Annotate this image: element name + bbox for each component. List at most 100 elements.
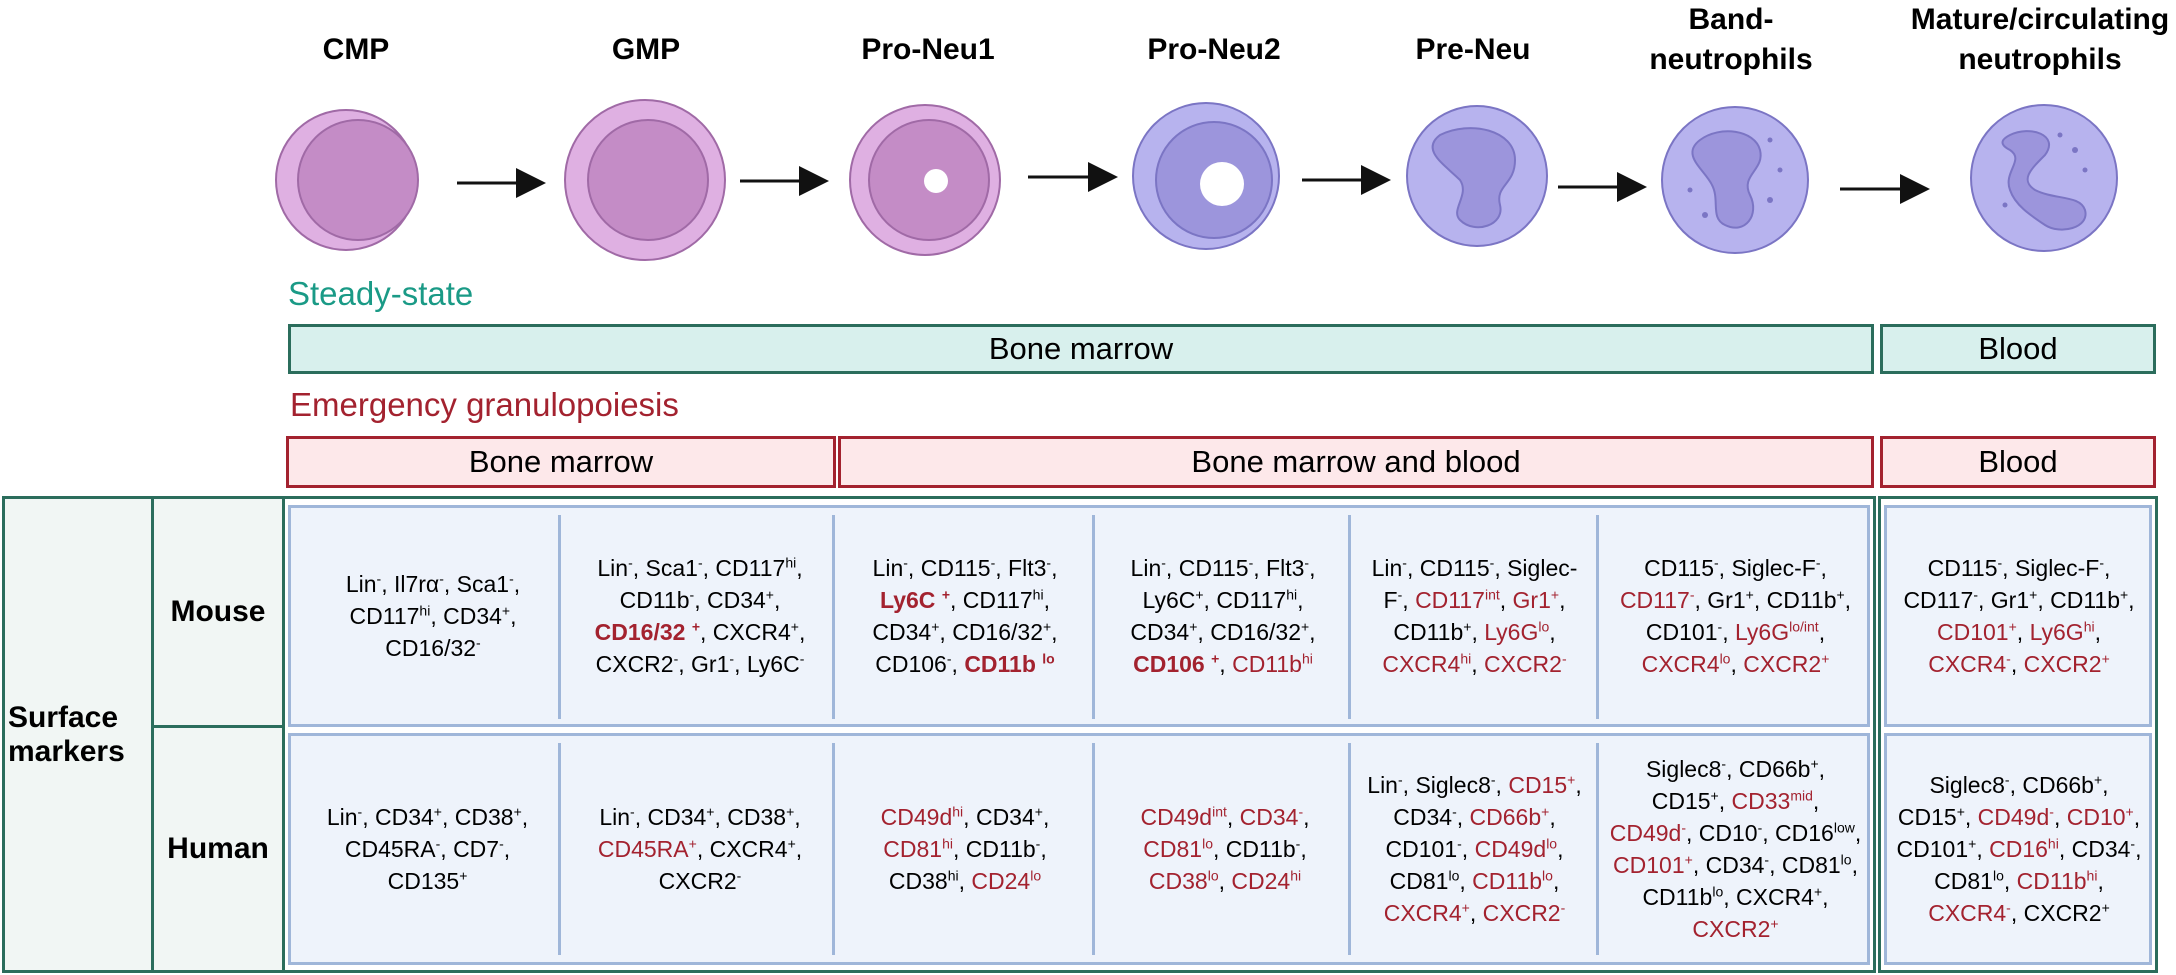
cell-diagram (275, 99, 2118, 261)
marker: CD10+ (2066, 803, 2134, 830)
column-divider (832, 743, 835, 955)
marker: Siglec-F- (2014, 554, 2104, 581)
marker: CD11b+ (2050, 586, 2129, 613)
human-markers-cmp: Lin-, CD34+, CD38+, CD45RA-, CD7-, CD135… (305, 736, 550, 962)
marker-list: Lin-, CD34+, CD38+, CD45RA-, CD7-, CD135… (326, 803, 529, 894)
marker: CD115- (1178, 554, 1254, 581)
marker: CD115- (920, 554, 996, 581)
marker-list: Siglec8-, CD66b+, CD15+, CD49d-, CD10+, … (1896, 771, 2142, 926)
steady-bone-marrow-bar: Bone marrow (288, 324, 1874, 374)
marker: CXCR4+ (712, 618, 799, 645)
row-label-mouse: Mouse (170, 595, 266, 628)
human-markers-mature: Siglec8-, CD66b+, CD15+, CD49d-, CD10+, … (1894, 736, 2144, 962)
gmp-cell-icon (564, 99, 726, 261)
human-markers-pro-neu1: CD49dhi, CD34+, CD81hi, CD11b-, CD38hi, … (850, 736, 1080, 962)
marker: Sca1- (645, 554, 703, 581)
marker: CD115- (1419, 554, 1495, 581)
human-markers-pro-neu2: CD49dint, CD34-, CD81lo, CD11b-, CD38lo,… (1110, 736, 1340, 962)
marker: CD11b- (965, 835, 1041, 862)
marker: Siglec8- (1929, 771, 2010, 798)
surface-markers-label: Surface markers (8, 700, 125, 768)
column-divider (558, 515, 561, 719)
marker: Ly6Glo/int (1734, 618, 1819, 645)
marker: Flt3- (1266, 554, 1310, 581)
marker: CD49d- (1977, 803, 2054, 830)
marker: CD16hi (1989, 835, 2059, 862)
marker: CD117hi (349, 602, 431, 629)
column-divider (1092, 515, 1095, 719)
mouse-markers-pro-neu2: Lin-, CD115-, Flt3-, Ly6C+, CD117hi, CD3… (1108, 508, 1338, 724)
marker: CD33mid (1731, 787, 1813, 814)
marker: CD81lo (1143, 835, 1213, 862)
marker: Lin- (872, 554, 908, 581)
marker: CD45RA+ (597, 835, 697, 862)
marker: Siglec-F- (1383, 555, 1578, 613)
mouse-markers-mature: CD115-, Siglec-F-, CD117-, Gr1+, CD11b+,… (1894, 508, 2144, 724)
marker: CXCR2+ (2023, 650, 2110, 677)
marker-list: Siglec8-, CD66b+, CD15+, CD33mid, CD49d-… (1609, 755, 1862, 942)
marker: CD15+ (1897, 803, 1965, 830)
marker: CD16/32- (385, 634, 481, 661)
stage-title-band-neutrophils: Band- neutrophils (1649, 3, 1813, 76)
marker-list: Lin-, Sca1-, CD117hi, CD11b-, CD34+, CD1… (594, 554, 806, 677)
marker: CXCR2- (1482, 899, 1566, 926)
marker: Ly6Glo (1484, 618, 1550, 645)
marker: CD49dint (1140, 803, 1227, 830)
marker: CD38+ (454, 803, 522, 830)
marker: CD101+ (1896, 835, 1977, 862)
column-divider (1596, 743, 1599, 955)
marker: Siglec8- (1415, 771, 1496, 798)
marker: Lin- (1371, 554, 1407, 581)
emergency-blood-bar: Blood (1880, 436, 2156, 488)
marker: CD16/32 + (594, 618, 701, 645)
marker: Ly6C+ (1142, 586, 1204, 613)
marker: CD7- (453, 835, 504, 862)
marker: CD34+ (706, 586, 774, 613)
marker: CD24hi (1231, 867, 1302, 894)
marker: CD106- (875, 650, 952, 677)
marker: CD101+ (1937, 618, 2017, 645)
marker: CD34- (1239, 803, 1304, 830)
marker-list: Lin-, CD115-, Flt3-, Ly6C+, CD117hi, CD3… (1130, 554, 1316, 677)
marker: Siglec-F- (1731, 554, 1821, 581)
marker: CD49dhi (880, 803, 964, 830)
marker: CXCR4+ (1736, 883, 1823, 910)
marker: CD81hi (883, 835, 953, 862)
row-label-human: Human (167, 832, 269, 865)
marker: CD81lo (1934, 867, 2004, 894)
marker: CD66b+ (2022, 771, 2103, 798)
stage-title-pre-neu: Pre-Neu (1415, 33, 1531, 66)
marker: CD34- (1393, 803, 1457, 830)
stage-title-pro-neu1: Pro-Neu1 (861, 33, 995, 66)
marker: CD34+ (443, 602, 511, 629)
marker: Gr1+ (1707, 586, 1754, 613)
marker: CD115- (1644, 554, 1719, 581)
marker: CD106 + (1133, 650, 1220, 677)
marker: CD11blo (1642, 883, 1724, 910)
marker: CD101- (1645, 618, 1723, 645)
marker: Flt3- (1008, 554, 1052, 581)
marker: CD34+ (872, 618, 940, 645)
marker: CXCR4- (1928, 650, 2011, 677)
human-markers-gmp: Lin-, CD34+, CD38+, CD45RA+, CXCR4+, CXC… (580, 736, 820, 962)
marker: CD38+ (727, 803, 795, 830)
marker: Gr1+ (1512, 586, 1560, 613)
marker: CD117hi (962, 586, 1044, 613)
marker-list: Lin-, Il7rα-, Sca1-, CD117hi, CD34+, CD1… (345, 570, 521, 661)
marker: CXCR2+ (2023, 899, 2110, 926)
marker: Gr1+ (1990, 586, 2038, 613)
column-divider (1348, 743, 1351, 955)
mouse-markers-gmp: Lin-, Sca1-, CD117hi, CD11b-, CD34+, CD1… (580, 508, 820, 724)
marker: Il7rα- (393, 570, 444, 597)
human-markers-pre-neu: Lin-, Siglec8-, CD15+, CD34-, CD66b+, CD… (1362, 736, 1587, 962)
mouse-markers-pre-neu: Lin-, CD115-, Siglec-F-, CD117int, Gr1+,… (1362, 508, 1587, 724)
column-divider (1596, 515, 1599, 719)
stage-title-gmp: GMP (611, 33, 681, 66)
marker: CD15+ (1508, 771, 1576, 798)
emergency-bone-marrow-bar: Bone marrow (286, 436, 836, 488)
marker: CD34+ (374, 803, 442, 830)
marker-list: Lin-, CD115-, Flt3-, Ly6C +, CD117hi, CD… (872, 554, 1058, 677)
column-divider (1348, 515, 1351, 719)
marker: CD34+ (1130, 618, 1198, 645)
marker: CD16/32+ (952, 618, 1052, 645)
